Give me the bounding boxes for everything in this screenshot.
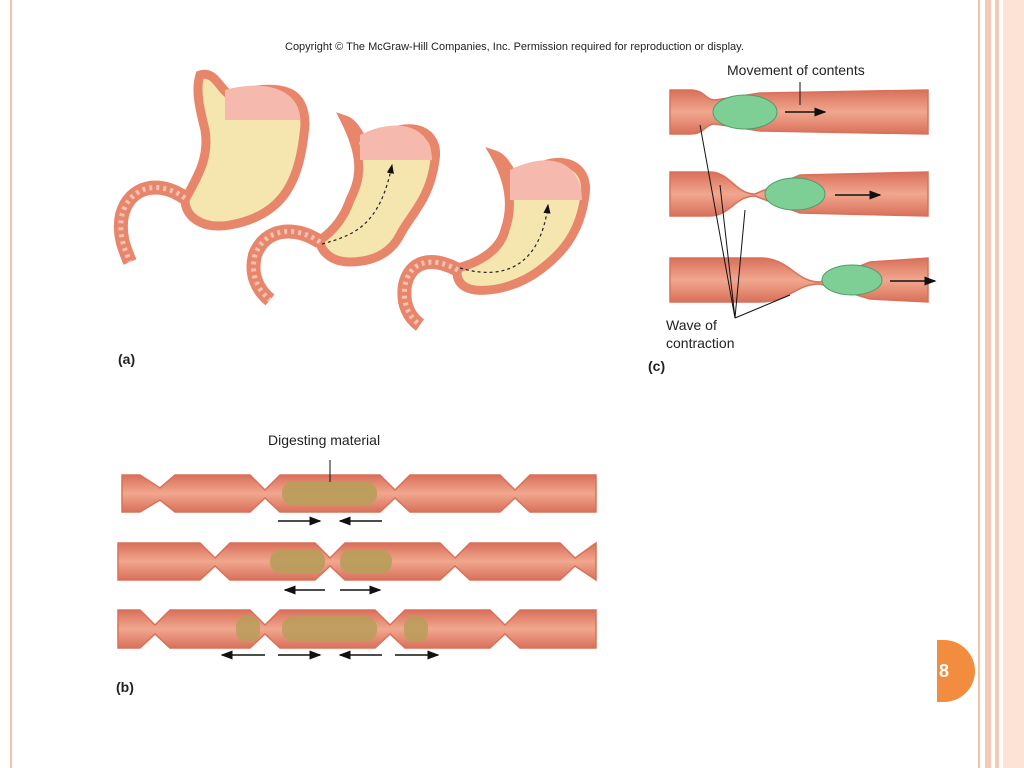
- peristalsis-tube-3: [669, 257, 937, 303]
- copyright-notice: Copyright © The McGraw-Hill Companies, I…: [285, 41, 744, 53]
- wave-pointer-lines: [699, 124, 791, 319]
- stomach-2: [246, 112, 441, 306]
- segmentation-tube-2: [117, 541, 597, 595]
- movement-of-contents-label: Movement of contents: [727, 62, 865, 78]
- page-number: 8: [939, 660, 950, 681]
- peristalsis-tube-1: [669, 82, 929, 135]
- right-stripe-decoration: [995, 0, 999, 768]
- segmentation-tube-3: [117, 609, 597, 660]
- stomach-1: [113, 69, 310, 265]
- stomach-3: [397, 147, 591, 331]
- panel-label-c: (c): [648, 358, 666, 374]
- right-stripe-decoration: [1003, 0, 1024, 768]
- right-stripe-decoration: [985, 0, 991, 768]
- wave-of-contraction-label-line1: Wave of: [666, 317, 717, 333]
- segmentation-tube-1: [121, 460, 597, 526]
- wave-of-contraction-label-line2: contraction: [666, 335, 735, 351]
- peristalsis-tube-2: [669, 171, 929, 217]
- panel-label-a: (a): [118, 351, 136, 367]
- panel-label-b: (b): [116, 679, 134, 695]
- digesting-material-label: Digesting material: [268, 432, 381, 448]
